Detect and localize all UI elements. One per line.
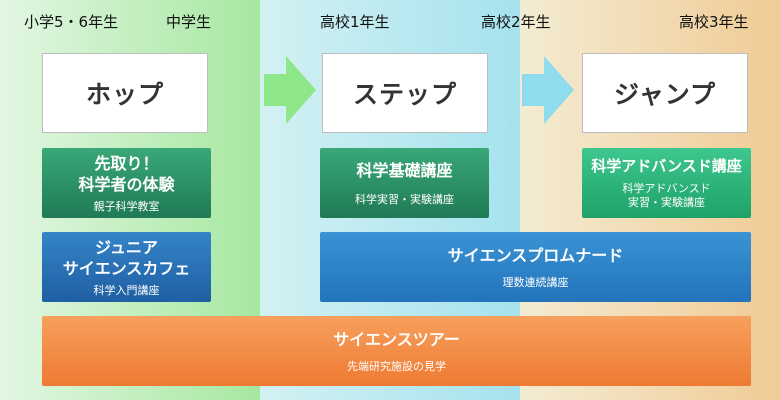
program-title: サイエンスツアー: [333, 329, 460, 349]
grade-high-3: 高校3年生: [679, 13, 749, 31]
grade-junior: 中学生: [166, 13, 212, 31]
program-title: 先取り！ 科学者の体験: [78, 153, 175, 194]
grade-elementary: 小学5・6年生: [24, 13, 119, 31]
grade-high-1: 高校1年生: [320, 13, 390, 31]
program-promenade[interactable]: サイエンスプロムナード 理数連続講座: [320, 232, 751, 302]
grade-high-2: 高校2年生: [481, 13, 551, 31]
program-title: 科学アドバンスド講座: [591, 157, 742, 175]
program-subtitle: 科学アドバンスド 実習・実験講座: [622, 182, 711, 209]
program-subtitle: 先端研究施設の見学: [347, 359, 446, 373]
program-science-tour[interactable]: サイエンスツアー 先端研究施設の見学: [42, 316, 751, 386]
program-subtitle: 親子科学教室: [93, 199, 160, 213]
program-title: ジュニア サイエンスカフェ: [62, 237, 191, 278]
program-title: 科学基礎講座: [356, 160, 453, 180]
program-subtitle: 理数連続講座: [502, 275, 569, 289]
program-sakidori[interactable]: 先取り！ 科学者の体験 親子科学教室: [42, 148, 211, 218]
program-subtitle: 科学入門講座: [93, 283, 160, 297]
arrow-right-icon: [264, 56, 316, 124]
program-subtitle: 科学実習・実験講座: [355, 192, 454, 206]
program-advanced[interactable]: 科学アドバンスド講座 科学アドバンスド 実習・実験講座: [582, 148, 751, 218]
stage-jump: ジャンプ: [582, 53, 748, 133]
program-title: サイエンスプロムナード: [447, 245, 624, 265]
stage-step: ステップ: [322, 53, 488, 133]
stage-hop: ホップ: [42, 53, 208, 133]
program-junior-science-cafe[interactable]: ジュニア サイエンスカフェ 科学入門講座: [42, 232, 211, 302]
arrow-right-icon: [522, 56, 574, 124]
program-kiso[interactable]: 科学基礎講座 科学実習・実験講座: [320, 148, 489, 218]
